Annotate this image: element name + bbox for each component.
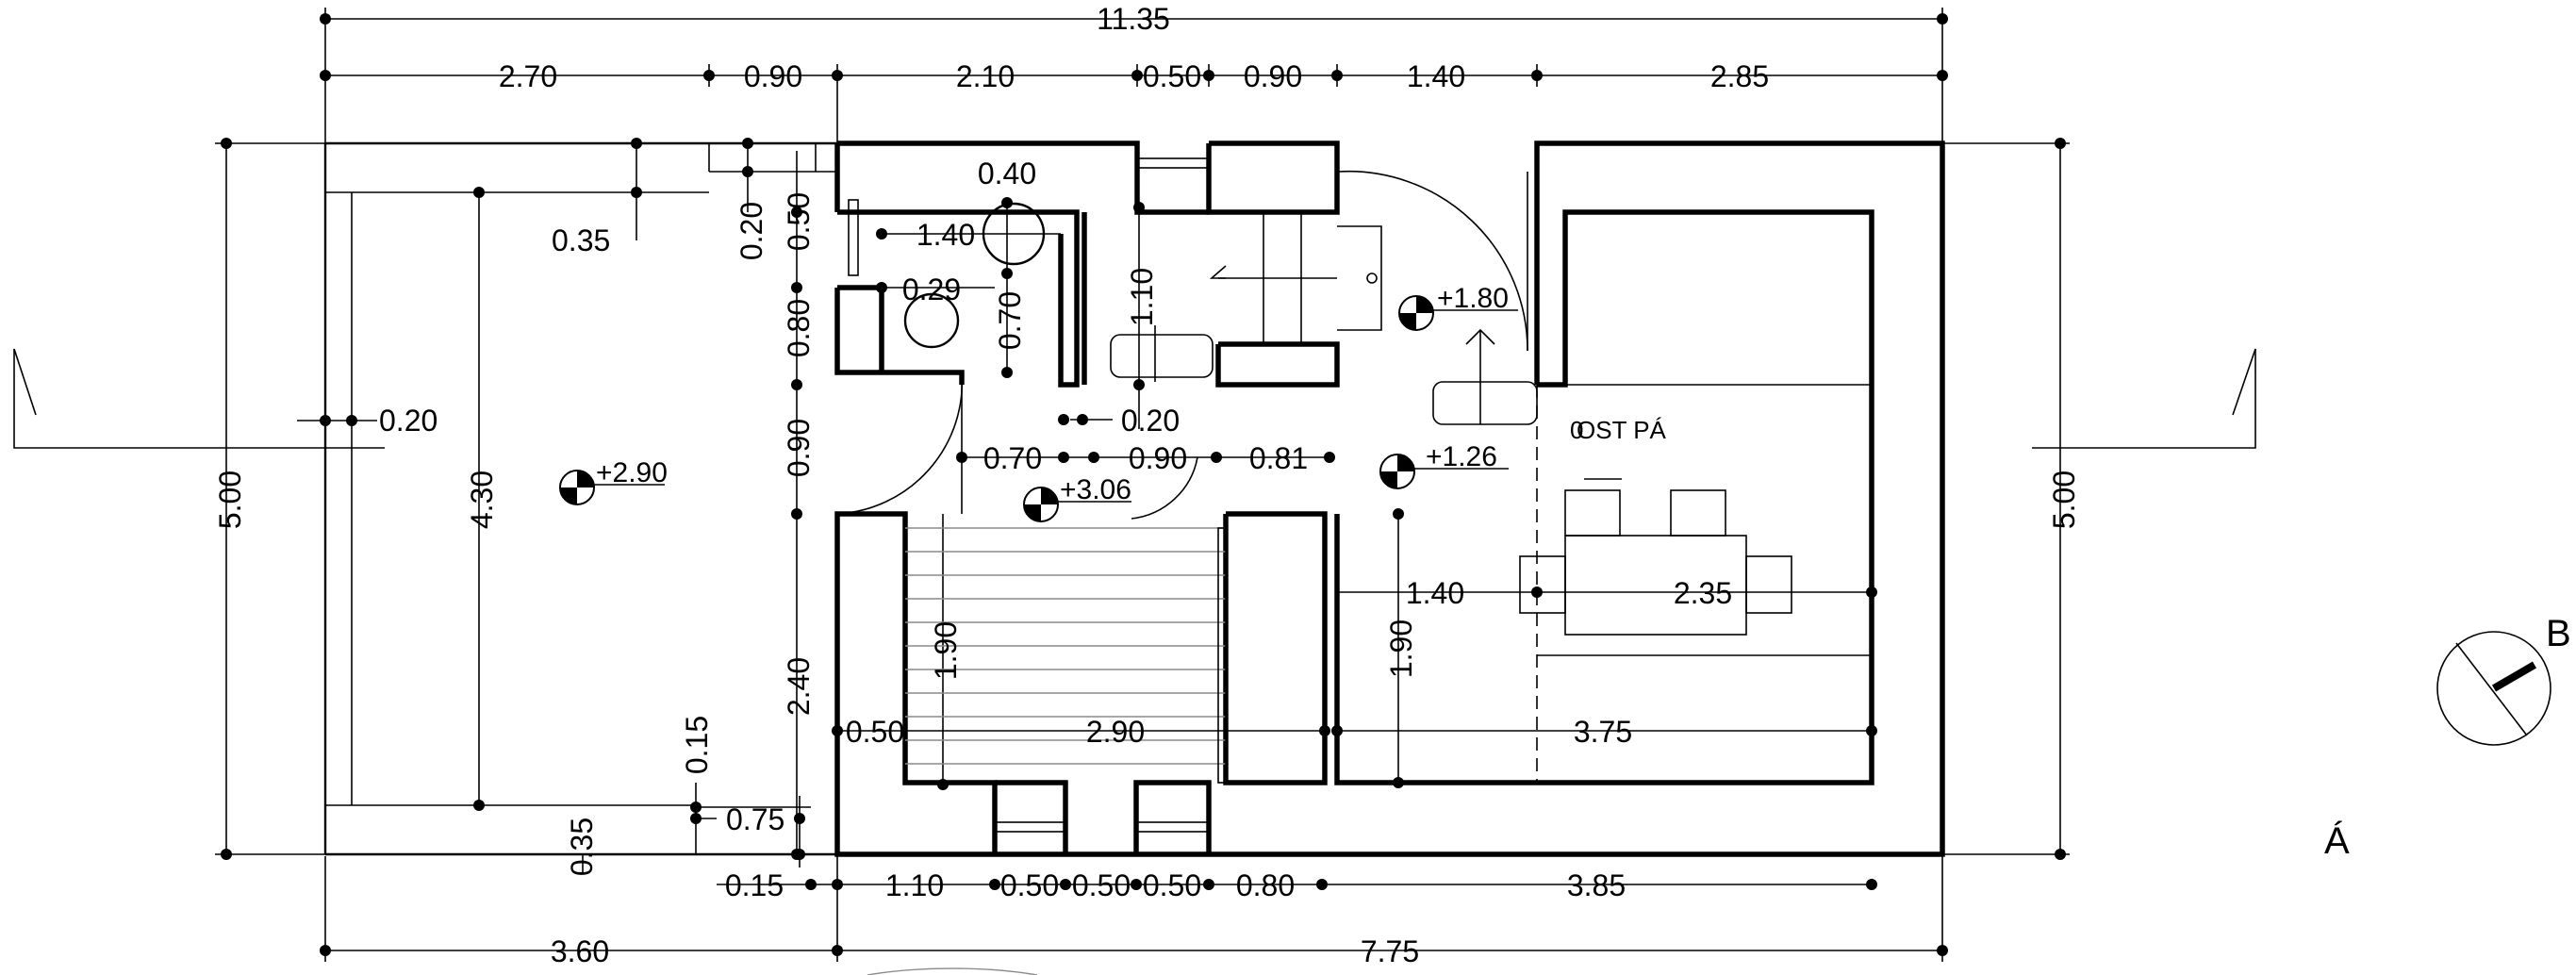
dim-wc-020: 0.20 xyxy=(1121,404,1180,438)
dim-wc-029: 0.29 xyxy=(902,273,961,306)
dim-room-right-235: 2.35 xyxy=(1674,576,1732,610)
dim-bottom-overall-1: 3.60 xyxy=(551,934,609,968)
fixtures xyxy=(836,170,1872,975)
dim-room-right-190: 1.90 xyxy=(1384,620,1418,678)
level-labels: +2.90 +3.06 +1.80 +1.26 xyxy=(596,283,1509,505)
dim-bottom-seg-6: 0.80 xyxy=(1236,868,1295,902)
level-label-306: +3.06 xyxy=(1060,474,1131,505)
dim-room-left-050: 0.50 xyxy=(846,715,904,749)
dimension-labels: 11.35 2.70 0.90 2.10 0.50 0.90 1.40 2.85… xyxy=(213,2,2081,968)
north-letter: Á xyxy=(2324,819,2350,862)
level-label-126: +1.26 xyxy=(1426,441,1497,472)
dim-room-left-190: 1.90 xyxy=(929,621,963,680)
walls xyxy=(323,140,1945,857)
dim-wc-140: 1.40 xyxy=(916,218,975,252)
dim-bottom-seg-5: 0.50 xyxy=(1143,868,1201,902)
dim-top-seg-5: 0.90 xyxy=(1244,59,1302,93)
level-label-180: +1.80 xyxy=(1437,283,1509,314)
dim-top-seg-2: 0.90 xyxy=(744,59,802,93)
room-label-overlay: 0 xyxy=(1570,416,1583,444)
dim-right-height: 5.00 xyxy=(2047,471,2081,529)
dim-v-020: 0.20 xyxy=(735,202,768,260)
dim-room-left-290: 2.90 xyxy=(1086,715,1145,749)
dim-room-right-375: 3.75 xyxy=(1574,715,1632,749)
dim-top-seg-4: 0.50 xyxy=(1143,59,1201,93)
dim-wall-015: 0.15 xyxy=(680,716,714,774)
dim-top-seg-1: 2.70 xyxy=(499,59,557,93)
level-marker-180 xyxy=(1398,295,1518,331)
north-arrow-icon xyxy=(2436,631,2551,746)
dim-bottom-seg-1: 0.15 xyxy=(725,868,784,902)
level-marker-290 xyxy=(559,470,665,505)
section-marker-label: B xyxy=(2546,613,2571,654)
dimension-lines xyxy=(215,8,2070,962)
level-marker-126 xyxy=(1379,454,1509,489)
dim-wall-035-bottom: 0.35 xyxy=(565,818,599,876)
dim-bottom-seg-4: 0.50 xyxy=(1072,868,1131,902)
dim-hall-081: 0.81 xyxy=(1249,441,1308,475)
dim-v-050: 0.50 xyxy=(782,192,816,251)
level-label-290: +2.90 xyxy=(596,457,668,488)
dim-wall-020: 0.20 xyxy=(379,404,438,438)
room-label: OST PÁ xyxy=(1577,416,1667,444)
level-marker-306 xyxy=(1023,487,1131,522)
dim-v-240: 2.40 xyxy=(782,657,816,716)
dim-step-075: 0.75 xyxy=(726,802,784,836)
dim-terrace-width: 4.30 xyxy=(465,471,499,529)
dim-v-080: 0.80 xyxy=(782,299,816,357)
dim-wall-035-top: 0.35 xyxy=(552,223,610,257)
dim-bottom-seg-2: 1.10 xyxy=(885,868,944,902)
level-markers xyxy=(559,295,1518,522)
dim-hall-070: 0.70 xyxy=(983,441,1042,475)
dim-bottom-overall-2: 7.75 xyxy=(1361,934,1419,968)
dim-top-seg-3: 2.10 xyxy=(956,59,1015,93)
dim-top-seg-7: 2.85 xyxy=(1710,59,1769,93)
dim-wc-040: 0.40 xyxy=(978,157,1036,190)
dim-v-090: 0.90 xyxy=(782,419,816,477)
dim-wc-070: 0.70 xyxy=(993,291,1027,350)
dim-hall-090: 0.90 xyxy=(1129,441,1187,475)
section-cut-left xyxy=(13,348,385,449)
dim-left-height: 5.00 xyxy=(213,471,247,529)
section-cut-right xyxy=(2032,348,2256,449)
dim-room-right-140: 1.40 xyxy=(1406,576,1464,610)
dim-top-overall: 11.35 xyxy=(1097,2,1170,36)
dimension-dots xyxy=(221,13,2066,956)
dim-bottom-seg-7: 3.85 xyxy=(1567,868,1626,902)
dim-bottom-seg-3: 0.50 xyxy=(1000,868,1059,902)
dim-wc-110: 1.10 xyxy=(1125,268,1159,326)
dim-top-seg-6: 1.40 xyxy=(1407,59,1465,93)
